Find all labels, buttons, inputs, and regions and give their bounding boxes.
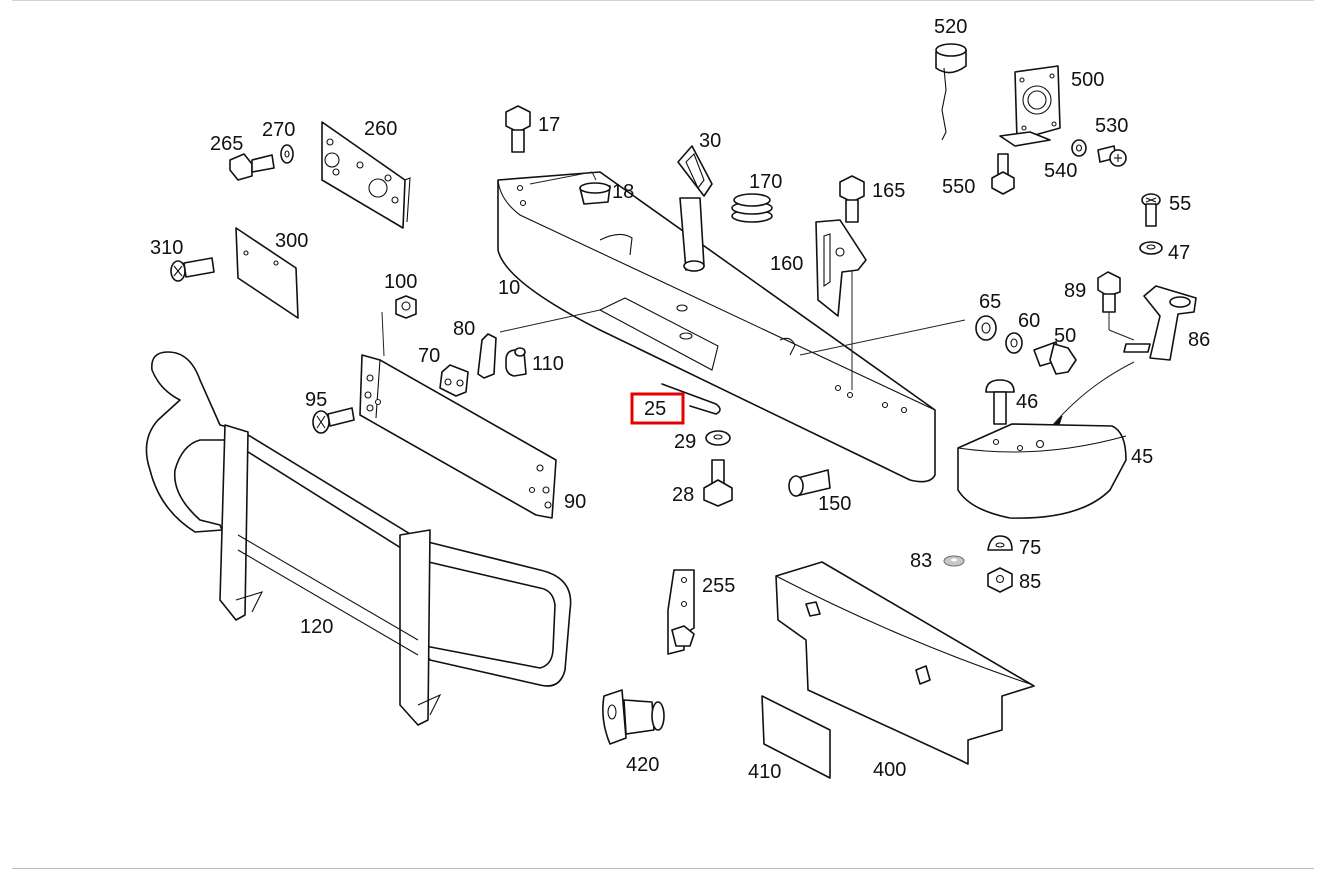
- cotter-pin-25[interactable]: [661, 383, 721, 415]
- clip-nut-75[interactable]: [987, 535, 1013, 551]
- label-46[interactable]: 46: [1016, 391, 1038, 413]
- washer-83[interactable]: [943, 555, 965, 567]
- label-100[interactable]: 100: [384, 271, 417, 293]
- pad-410[interactable]: [761, 695, 831, 779]
- label-55[interactable]: 55: [1169, 193, 1191, 215]
- label-255[interactable]: 255: [702, 575, 735, 597]
- end-cap-45[interactable]: [957, 423, 1127, 519]
- washer-540[interactable]: [1071, 139, 1087, 157]
- label-65[interactable]: 65: [979, 291, 1001, 313]
- bolt-50[interactable]: [1033, 341, 1077, 375]
- label-540[interactable]: 540: [1044, 160, 1077, 182]
- chain-cap-520[interactable]: [935, 43, 967, 141]
- bolt-17[interactable]: [505, 105, 531, 153]
- label-45[interactable]: 45: [1131, 446, 1153, 468]
- washer-270[interactable]: [280, 144, 294, 164]
- label-500[interactable]: 500: [1071, 69, 1104, 91]
- cover-400[interactable]: [775, 561, 1035, 765]
- bolt-265[interactable]: [229, 153, 275, 181]
- bracket-255[interactable]: [667, 569, 695, 655]
- callout-labels: 10 17 18 25 28 29 30 45 46 47 50 55 60 6…: [150, 16, 1210, 783]
- label-160[interactable]: 160: [770, 253, 803, 275]
- label-70[interactable]: 70: [418, 345, 440, 367]
- label-10[interactable]: 10: [498, 277, 520, 299]
- clip-70[interactable]: [439, 364, 469, 397]
- grommet-170[interactable]: [731, 193, 773, 223]
- socket-420[interactable]: [602, 689, 665, 745]
- label-89[interactable]: 89: [1064, 280, 1086, 302]
- label-150[interactable]: 150: [818, 493, 851, 515]
- label-75[interactable]: 75: [1019, 537, 1041, 559]
- bracket-86[interactable]: [1123, 285, 1197, 361]
- bolt-550[interactable]: [991, 153, 1015, 195]
- label-30[interactable]: 30: [699, 130, 721, 152]
- screw-310[interactable]: [170, 257, 215, 282]
- label-80[interactable]: 80: [453, 318, 475, 340]
- label-28[interactable]: 28: [672, 484, 694, 506]
- bracket-160[interactable]: [815, 219, 867, 317]
- bolt-28[interactable]: [703, 459, 733, 507]
- label-110[interactable]: 110: [532, 353, 564, 375]
- plug-110[interactable]: [505, 347, 527, 377]
- tow-eye-30[interactable]: [677, 145, 713, 272]
- bumper-beam[interactable]: [497, 171, 936, 483]
- label-95[interactable]: 95: [305, 389, 327, 411]
- label-410[interactable]: 410: [748, 761, 781, 783]
- label-310[interactable]: 310: [150, 237, 183, 259]
- washer-29[interactable]: [705, 430, 731, 446]
- label-530[interactable]: 530: [1095, 115, 1128, 137]
- label-90[interactable]: 90: [564, 491, 586, 513]
- label-400[interactable]: 400: [873, 759, 906, 781]
- screw-95[interactable]: [312, 407, 355, 434]
- nut-85[interactable]: [987, 567, 1013, 593]
- label-25[interactable]: 25: [644, 398, 666, 420]
- label-18[interactable]: 18: [612, 181, 634, 203]
- label-165[interactable]: 165: [872, 180, 905, 202]
- bracket-260[interactable]: [321, 121, 411, 229]
- label-86[interactable]: 86: [1188, 329, 1210, 351]
- spring-washer-60[interactable]: [1005, 332, 1023, 354]
- washer-47[interactable]: [1139, 241, 1163, 255]
- plate-300[interactable]: [235, 227, 299, 319]
- label-29[interactable]: 29: [674, 431, 696, 453]
- label-83[interactable]: 83: [910, 550, 932, 572]
- bolt-89[interactable]: [1097, 271, 1121, 313]
- bottom-divider: [12, 868, 1314, 869]
- label-50[interactable]: 50: [1054, 325, 1076, 347]
- highlight-box: [630, 392, 685, 425]
- label-120[interactable]: 120: [300, 616, 333, 638]
- nut-100[interactable]: [395, 295, 417, 319]
- bolt-165[interactable]: [839, 175, 865, 223]
- screw-55[interactable]: [1141, 193, 1161, 227]
- label-550[interactable]: 550: [942, 176, 975, 198]
- label-260[interactable]: 260: [364, 118, 397, 140]
- label-85[interactable]: 85: [1019, 571, 1041, 593]
- label-270[interactable]: 270: [262, 119, 295, 141]
- label-520[interactable]: 520: [934, 16, 967, 38]
- plate-bracket[interactable]: [359, 354, 557, 519]
- label-300[interactable]: 300: [275, 230, 308, 252]
- label-170[interactable]: 170: [749, 171, 782, 193]
- label-265[interactable]: 265: [210, 133, 243, 155]
- bolt-46[interactable]: [985, 379, 1015, 425]
- screw-530[interactable]: [1097, 145, 1127, 167]
- bush-18[interactable]: [579, 182, 611, 205]
- top-divider: [12, 0, 1314, 1]
- pad-80[interactable]: [477, 333, 497, 379]
- bracket-500[interactable]: [999, 65, 1061, 147]
- label-47[interactable]: 47: [1168, 242, 1190, 264]
- label-60[interactable]: 60: [1018, 310, 1040, 332]
- grille-guard[interactable]: [145, 351, 572, 726]
- label-420[interactable]: 420: [626, 754, 659, 776]
- plug-150[interactable]: [788, 469, 831, 497]
- washer-65[interactable]: [975, 315, 997, 341]
- label-17[interactable]: 17: [538, 114, 560, 136]
